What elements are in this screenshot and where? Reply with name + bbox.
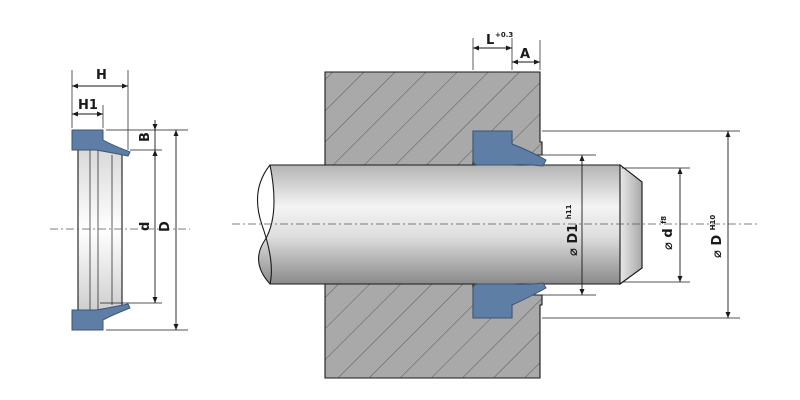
seal-section-view: H H1 B d D: [50, 68, 190, 331]
dimension-H: H: [71, 68, 129, 150]
label-L-tolerance: +0.3: [495, 31, 513, 39]
shaft: [258, 164, 643, 285]
dimension-D-bore: ⌀ D H10: [542, 130, 740, 319]
shaft-chamfer: [619, 163, 643, 286]
label-L: L: [486, 33, 494, 48]
label-D1-tolerance: h11: [565, 204, 573, 219]
dimension-L: L +0.3: [472, 31, 513, 70]
label-D1: ⌀ D1: [566, 224, 581, 256]
svg-text:⌀ d f8: ⌀ d f8: [660, 216, 676, 250]
dimension-D1: ⌀ D1 h11: [542, 154, 596, 296]
label-d-shaft: ⌀ d: [661, 228, 676, 250]
installation-view: L +0.3 A ⌀ D1 h11 ⌀: [232, 31, 760, 379]
label-d-shaft-tolerance: f8: [660, 216, 668, 224]
dimension-A: A: [512, 40, 541, 70]
dimension-d-shaft: ⌀ d f8: [622, 167, 690, 283]
label-d: d: [138, 222, 153, 231]
dimension-d: d: [100, 150, 162, 304]
installed-seal-bottom: [472, 282, 547, 319]
svg-text:⌀ D H10: ⌀ D H10: [709, 215, 725, 258]
label-A: A: [520, 47, 530, 62]
installed-seal-top: [472, 130, 547, 167]
seal-profile-top: [71, 129, 131, 157]
dimension-H1: H1: [72, 98, 104, 128]
label-D-bore: ⌀ D: [710, 235, 725, 258]
label-D-bore-tolerance: H10: [709, 215, 717, 231]
label-H1: H1: [78, 98, 98, 113]
label-D: D: [158, 221, 173, 232]
svg-text:⌀ D1 h11: ⌀ D1 h11: [565, 204, 581, 256]
seal-profile-bottom: [71, 303, 131, 331]
dimension-D: D: [106, 130, 188, 331]
seal-ring-face: [77, 149, 123, 311]
label-H: H: [96, 68, 107, 83]
label-B: B: [138, 132, 153, 142]
